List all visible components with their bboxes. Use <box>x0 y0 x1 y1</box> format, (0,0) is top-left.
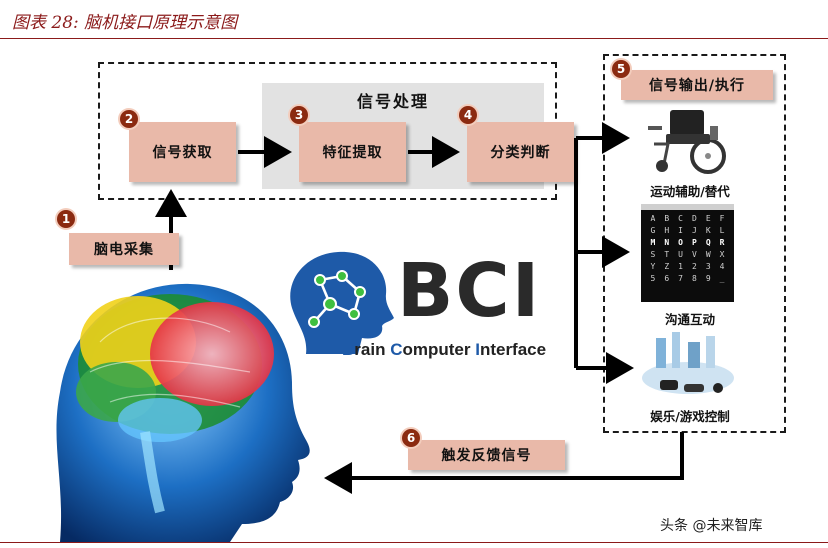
badge-6: 6 <box>402 429 420 447</box>
speller-cell: W <box>701 250 715 259</box>
speller-cell: 9 <box>701 274 715 283</box>
speller-cell: 3 <box>701 262 715 271</box>
speller-cell: B <box>660 214 674 223</box>
speller-cell: 8 <box>687 274 701 283</box>
speller-cell: Y <box>646 262 660 271</box>
speller-cell: 5 <box>646 274 660 283</box>
speller-cell: Q <box>701 238 715 247</box>
speller-cell: X <box>715 250 729 259</box>
speller-cell: O <box>674 238 688 247</box>
speller-cell: 2 <box>687 262 701 271</box>
speller-cell: H <box>660 226 674 235</box>
speller-cell: F <box>715 214 729 223</box>
step-classification: 分类判断 <box>467 122 574 182</box>
step-signal-acquisition: 信号获取 <box>129 122 236 182</box>
bci-logo-text: BCI <box>397 254 541 328</box>
bci-sub-c: C <box>390 340 402 359</box>
speller-cell: S <box>646 250 660 259</box>
speller-cell: 4 <box>715 262 729 271</box>
badge-1: 1 <box>57 210 75 228</box>
step-feature-extraction: 特征提取 <box>299 122 406 182</box>
badge-5: 5 <box>612 60 630 78</box>
output-label-entertainment: 娱乐/游戏控制 <box>620 406 760 425</box>
speller-cell: M <box>646 238 660 247</box>
speller-cell: _ <box>715 274 729 283</box>
speller-cell: A <box>646 214 660 223</box>
step-signal-output: 信号输出/执行 <box>621 70 773 100</box>
speller-cell: L <box>715 226 729 235</box>
speller-cell: U <box>674 250 688 259</box>
bci-sub-rain: rain <box>354 340 390 359</box>
badge-4: 4 <box>459 106 477 124</box>
speller-cell: K <box>701 226 715 235</box>
speller-cell: 1 <box>674 262 688 271</box>
wheelchair-icon <box>640 104 735 176</box>
step-eeg-collection: 脑电采集 <box>69 233 179 265</box>
output-label-communication: 沟通互动 <box>620 309 760 328</box>
speller-cell: D <box>687 214 701 223</box>
speller-cell: T <box>660 250 674 259</box>
game-controller-icon <box>638 328 738 404</box>
speller-cell: P <box>687 238 701 247</box>
speller-cell: N <box>660 238 674 247</box>
speller-cell: G <box>646 226 660 235</box>
output-label-mobility: 运动辅助/替代 <box>620 181 760 200</box>
speller-cell: V <box>687 250 701 259</box>
watermark: 头条 @未来智库 <box>660 515 762 535</box>
bci-sub-omputer: omputer <box>402 340 475 359</box>
bci-sub-nterface: nterface <box>480 340 546 359</box>
p300-speller-icon: ABCDEF GHIJKL MNOPQR STUVWX YZ1234 56789_ <box>641 204 734 302</box>
speller-cell: I <box>674 226 688 235</box>
speller-cell: 6 <box>660 274 674 283</box>
badge-3: 3 <box>290 106 308 124</box>
speller-cell: E <box>701 214 715 223</box>
speller-cell: C <box>674 214 688 223</box>
badge-2: 2 <box>120 110 138 128</box>
step-feedback: 触发反馈信号 <box>408 440 565 470</box>
bci-logo-subtitle: Brain Computer Interface <box>342 340 546 360</box>
speller-cell: 7 <box>674 274 688 283</box>
bci-sub-b: B <box>342 340 354 359</box>
speller-cell: R <box>715 238 729 247</box>
speller-grid: ABCDEF GHIJKL MNOPQR STUVWX YZ1234 56789_ <box>641 210 734 287</box>
speller-cell: J <box>687 226 701 235</box>
speller-cell: Z <box>660 262 674 271</box>
